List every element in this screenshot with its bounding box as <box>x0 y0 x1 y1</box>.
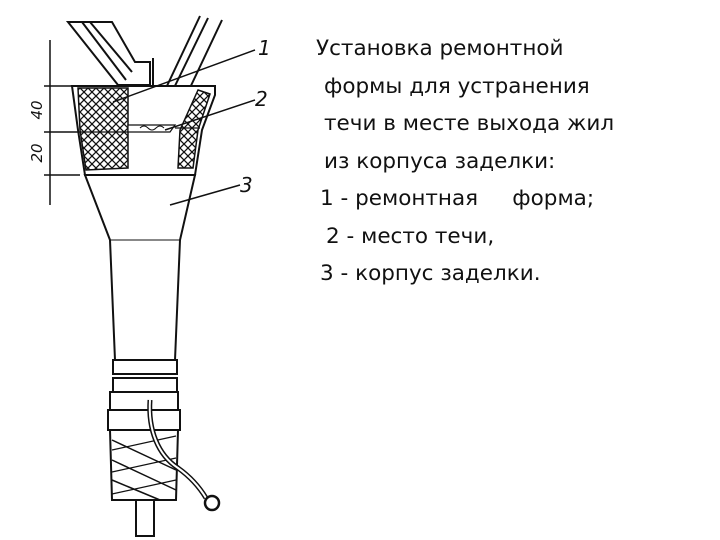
caption-line: формы для устранения <box>324 73 590 99</box>
caption-line: Установка ремонтной <box>316 36 564 61</box>
caption-line: 3 - корпус заделки. <box>320 261 541 286</box>
mold-hatched-left <box>77 87 129 171</box>
leader-lines <box>112 49 256 206</box>
dimension-label-20: 20 <box>28 143 46 162</box>
repair-mold <box>70 85 216 176</box>
callout-3: 3 <box>240 173 253 197</box>
binding-band-upper <box>112 359 178 375</box>
binding-band-lower <box>107 409 181 431</box>
cable-below <box>135 499 155 537</box>
leader-line-1 <box>112 49 256 103</box>
leader-line-2 <box>164 99 256 131</box>
caption-line: течи в месте выхода жил <box>324 111 615 136</box>
callout-1: 1 <box>258 36 271 60</box>
ground-terminal-ring <box>203 494 221 512</box>
cable-core-left <box>65 21 151 86</box>
leader-line-3 <box>169 184 241 206</box>
cable-termination-diagram: 40 20 <box>28 15 271 537</box>
caption-line: 1 - ремонтная форма; <box>320 186 595 211</box>
caption: Установка ремонтной формы для устранения… <box>316 30 711 293</box>
cable-sleeve <box>109 391 179 411</box>
dimension-label-40: 40 <box>28 100 46 119</box>
dimension-marks <box>44 40 80 205</box>
ground-wire <box>147 399 221 512</box>
callout-2: 2 <box>255 87 268 111</box>
caption-line: 2 - место течи, <box>326 223 495 249</box>
binding-band-upper-2 <box>112 377 178 393</box>
mold-hatched-right <box>177 89 211 169</box>
termination-body <box>83 174 197 537</box>
cable-core-right <box>171 17 209 93</box>
caption-line: из корпуса заделки: <box>324 148 556 174</box>
cable-cores <box>65 15 223 93</box>
